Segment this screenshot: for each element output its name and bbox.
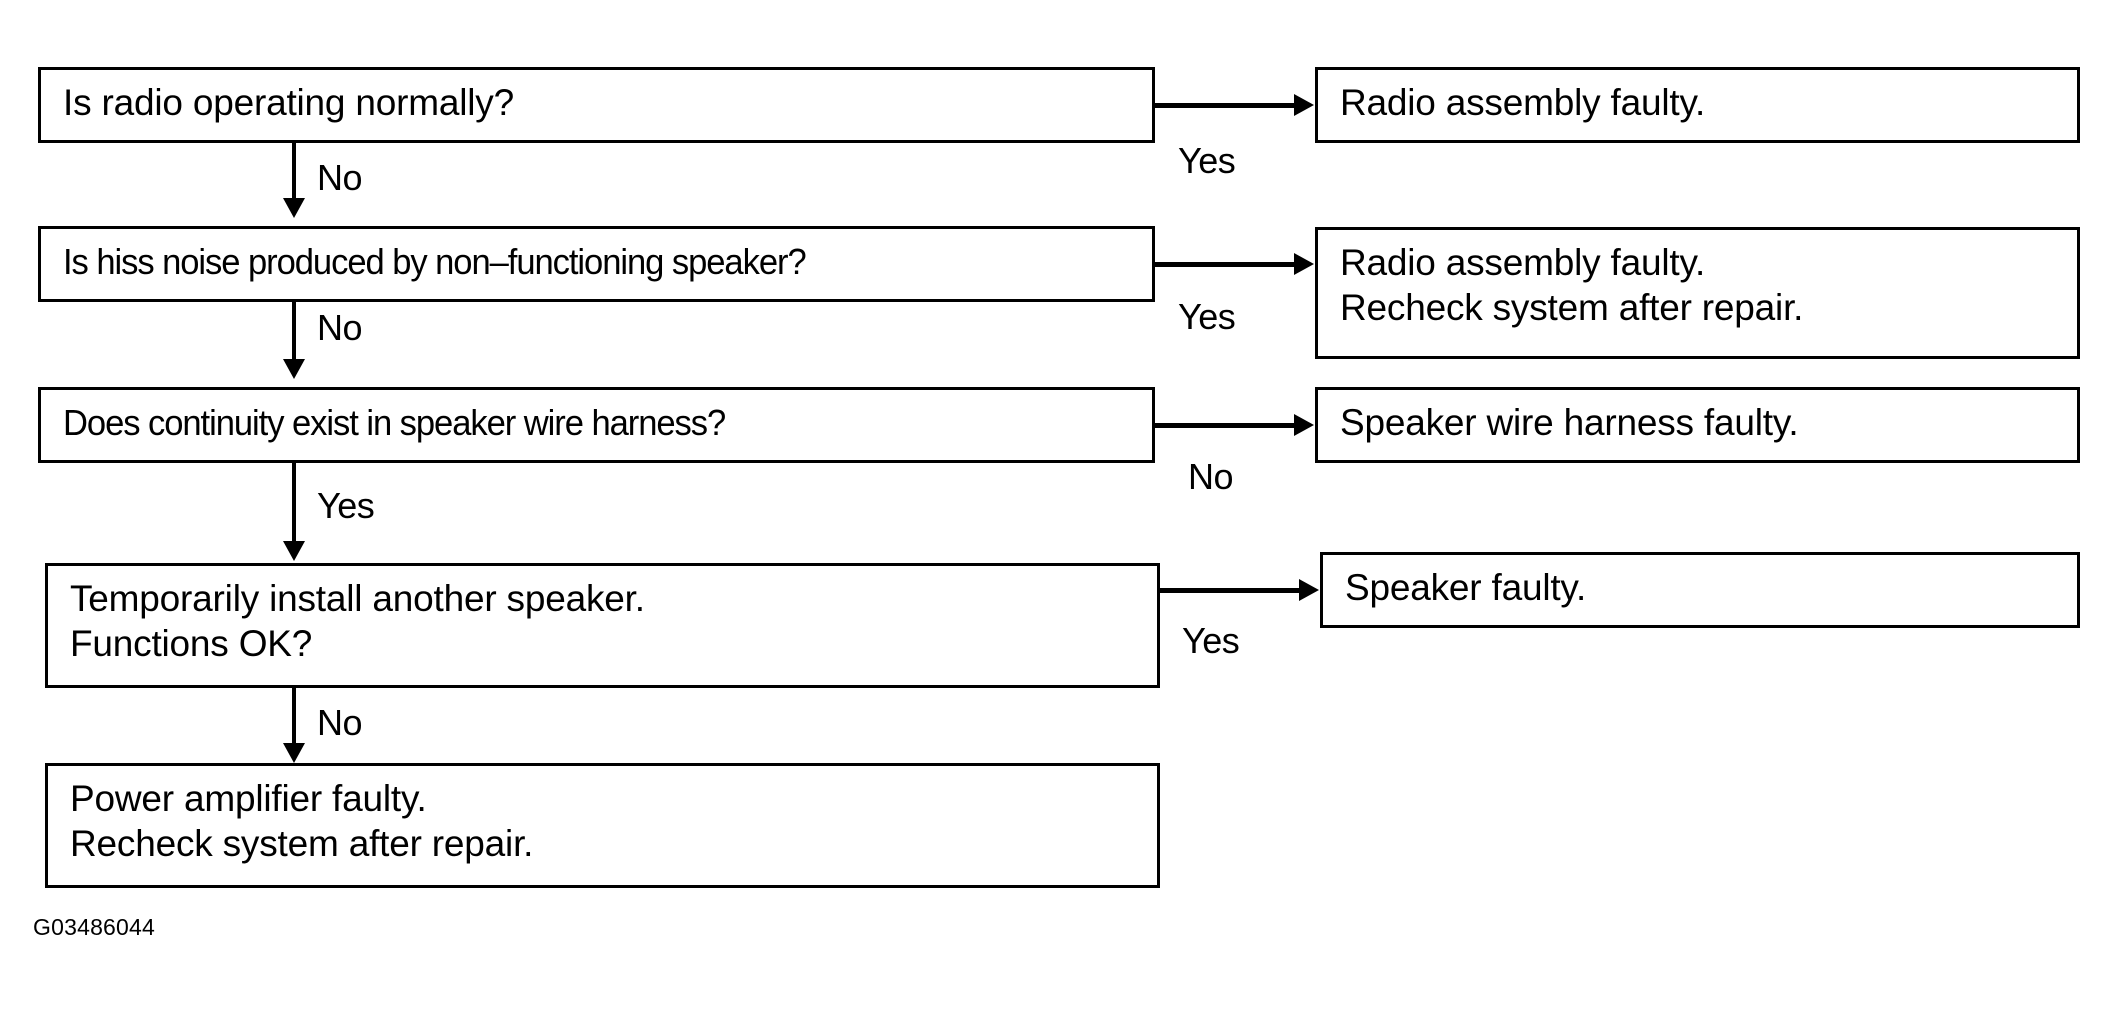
connector-q2-to-q3 [292, 302, 296, 364]
connector-q4-to-r4 [1158, 588, 1300, 593]
result-box-radio-assembly-faulty-2[interactable]: Radio assembly faulty. Recheck system af… [1315, 227, 2080, 359]
edge-label-q1-yes: Yes [1178, 140, 1236, 181]
decision-box-temporarily-install-speaker-line1: Temporarily install another speaker. [70, 578, 645, 619]
connector-q2-to-r2 [1153, 262, 1295, 267]
edge-label-q4-no: No [317, 702, 363, 743]
edge-label-q2-yes: Yes [1178, 296, 1236, 337]
result-box-radio-assembly-faulty-1-line1: Radio assembly faulty. [1340, 82, 1706, 123]
edge-label-q3-yes: Yes [317, 485, 375, 526]
decision-box-temporarily-install-speaker[interactable]: Temporarily install another speaker. Fun… [45, 563, 1160, 688]
connector-q3-to-r3 [1153, 423, 1295, 428]
edge-label-q2-no: No [317, 307, 363, 348]
arrowhead-q2-to-q3 [283, 359, 305, 379]
result-box-speaker-wire-harness-faulty[interactable]: Speaker wire harness faulty. [1315, 387, 2080, 463]
result-box-speaker-faulty[interactable]: Speaker faulty. [1320, 552, 2080, 628]
arrowhead-q2-to-r2 [1294, 253, 1314, 275]
decision-box-continuity[interactable]: Does continuity exist in speaker wire ha… [38, 387, 1155, 463]
arrowhead-q1-to-r1 [1294, 94, 1314, 116]
figure-code-label: G03486044 [33, 914, 156, 940]
connector-q1-to-q2 [292, 143, 296, 203]
edge-label-q3-no: No [1188, 456, 1234, 497]
arrowhead-q3-to-r3 [1294, 414, 1314, 436]
decision-box-temporarily-install-speaker-line2: Functions OK? [70, 623, 313, 664]
result-box-radio-assembly-faulty-2-line1: Radio assembly faulty. [1340, 242, 1706, 283]
result-box-radio-assembly-faulty-1[interactable]: Radio assembly faulty. [1315, 67, 2080, 143]
decision-box-radio-operating[interactable]: Is radio operating normally? [38, 67, 1155, 143]
result-box-power-amplifier-faulty[interactable]: Power amplifier faulty. Recheck system a… [45, 763, 1160, 888]
connector-q3-to-q4 [292, 463, 296, 545]
result-box-power-amplifier-faulty-line2: Recheck system after repair. [70, 823, 534, 864]
arrowhead-q1-to-q2 [283, 198, 305, 218]
arrowhead-q4-to-r4 [1299, 579, 1319, 601]
decision-box-radio-operating-line1: Is radio operating normally? [63, 82, 514, 123]
decision-box-continuity-line1: Does continuity exist in speaker wire ha… [63, 402, 726, 443]
decision-box-hiss-noise[interactable]: Is hiss noise produced by non–functionin… [38, 226, 1155, 302]
arrowhead-q3-to-q4 [283, 541, 305, 561]
connector-q1-to-r1 [1153, 103, 1295, 108]
result-box-speaker-wire-harness-faulty-line1: Speaker wire harness faulty. [1340, 402, 1799, 443]
decision-box-hiss-noise-line1: Is hiss noise produced by non–functionin… [63, 241, 807, 282]
arrowhead-q4-to-r5 [283, 743, 305, 763]
edge-label-q4-yes: Yes [1182, 620, 1240, 661]
result-box-radio-assembly-faulty-2-line2: Recheck system after repair. [1340, 287, 1804, 328]
result-box-speaker-faulty-line1: Speaker faulty. [1345, 567, 1587, 608]
edge-label-q1-no: No [317, 157, 363, 198]
result-box-power-amplifier-faulty-line1: Power amplifier faulty. [70, 778, 427, 819]
connector-q4-to-r5 [292, 688, 296, 748]
